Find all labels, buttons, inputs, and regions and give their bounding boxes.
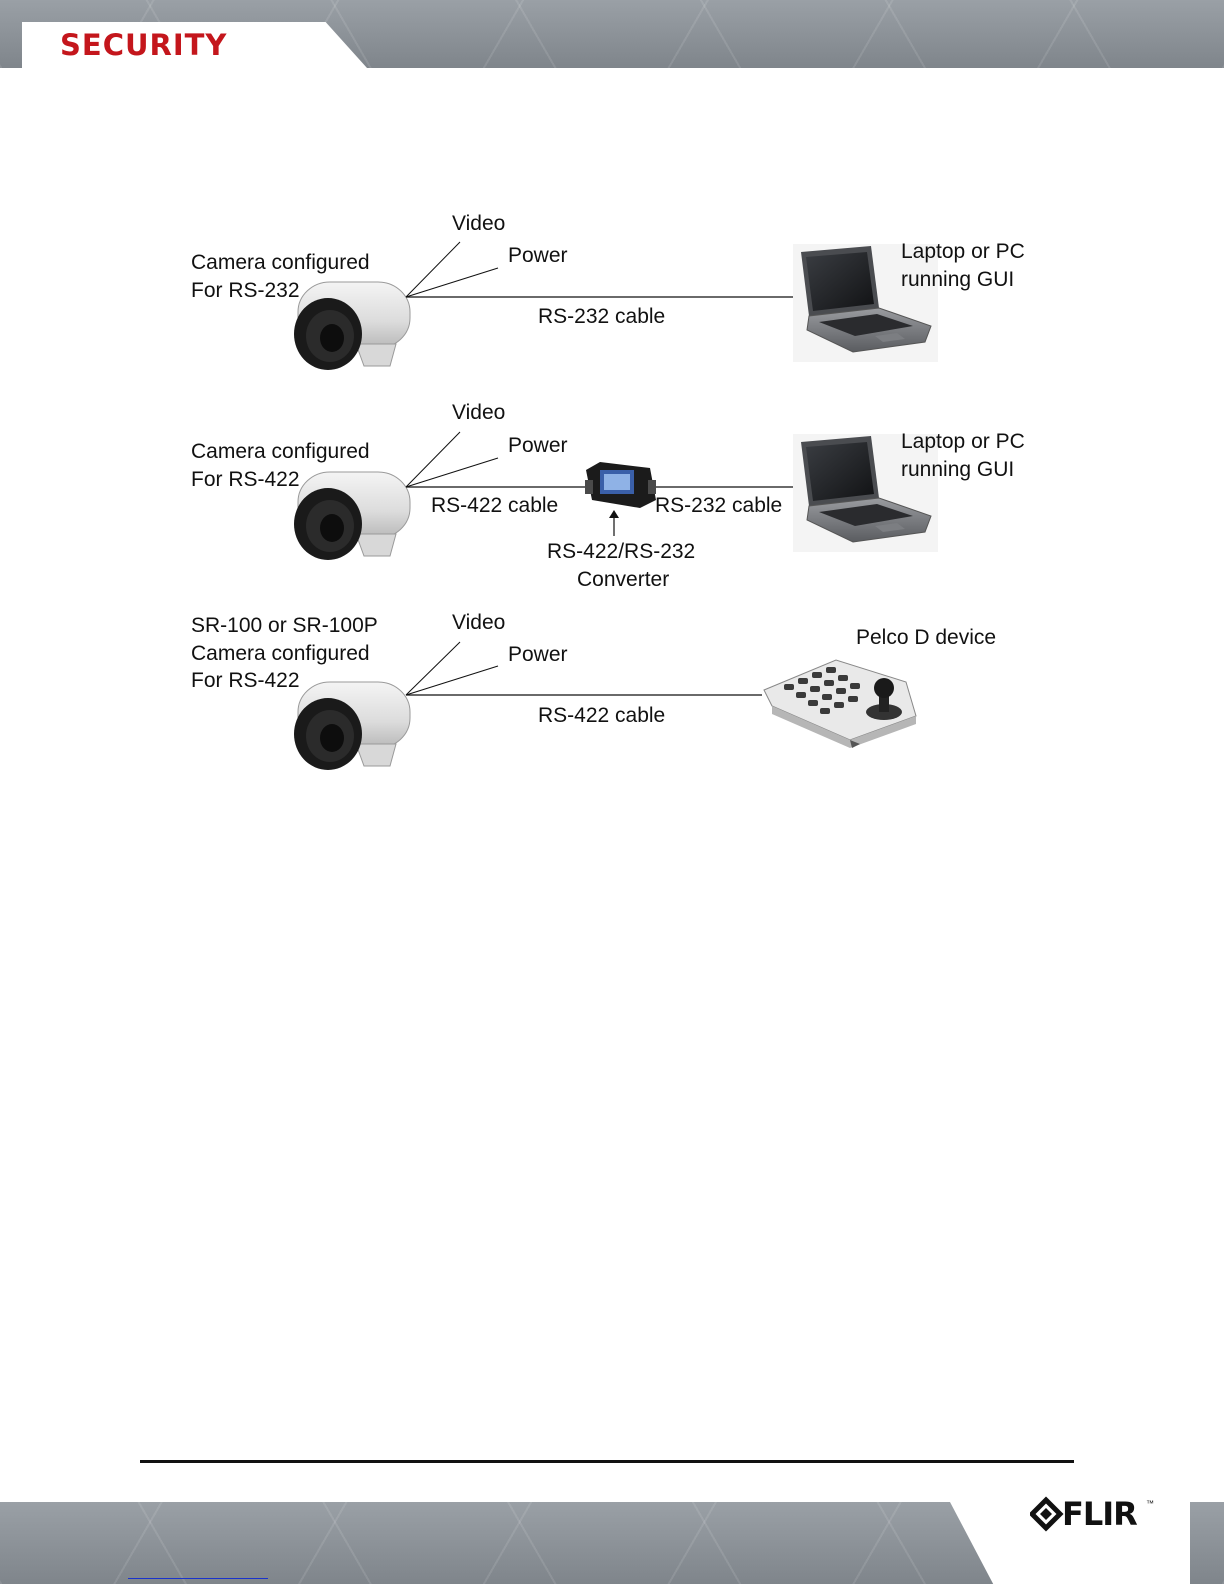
row3-camera-label-line2: Camera configured — [191, 642, 370, 665]
row1-camera-label-line2: For RS-232 — [191, 279, 300, 302]
row1-power-label: Power — [508, 244, 568, 267]
flir-trademark: ™ — [1146, 1499, 1154, 1508]
row1-device-label-line2: running GUI — [901, 268, 1015, 291]
row2-rs422-cable-label: RS-422 cable — [431, 494, 559, 517]
row2-device-label-line1: Laptop or PC — [901, 430, 1025, 453]
converter-label-line2: Converter — [577, 568, 670, 591]
flir-diamond-icon — [1030, 1496, 1064, 1532]
row3-power-line — [405, 665, 499, 696]
row2-power-label: Power — [508, 434, 568, 457]
row2-camera — [293, 471, 411, 561]
footer-rule — [140, 1460, 1074, 1463]
row3-camera-label-line3: For RS-422 — [191, 669, 300, 692]
row1-graphics — [293, 241, 939, 371]
footer-tab — [950, 1502, 1190, 1584]
footer-link[interactable] — [128, 1560, 268, 1579]
row3-cable-label: RS-422 cable — [538, 704, 666, 727]
row2-device-label-line2: running GUI — [901, 458, 1015, 481]
header-tab — [22, 22, 367, 68]
row3-video-label: Video — [452, 611, 506, 634]
row2-video-label: Video — [452, 401, 506, 424]
row2-rs232-cable-label: RS-232 cable — [655, 494, 783, 517]
row2-video-line — [405, 431, 461, 488]
row1-camera — [293, 281, 411, 371]
pelco-keyboard — [763, 659, 917, 748]
row3-video-line — [405, 641, 461, 696]
flir-logo-text: FLIR — [1062, 1495, 1138, 1533]
row1-camera-label-line1: Camera configured — [191, 251, 370, 274]
row1-video-line — [405, 241, 461, 298]
row2-power-line — [405, 457, 499, 488]
row3-device-label: Pelco D device — [856, 626, 997, 649]
row2-camera-label-line1: Camera configured — [191, 440, 370, 463]
row1-cable-label: RS-232 cable — [538, 305, 666, 328]
row1-device-label-line1: Laptop or PC — [901, 240, 1025, 263]
row1-power-line — [405, 267, 499, 298]
converter-device — [585, 462, 656, 508]
row2-camera-label-line2: For RS-422 — [191, 468, 300, 491]
row1-video-label: Video — [452, 212, 506, 235]
converter-label-line1: RS-422/RS-232 — [547, 540, 696, 563]
converter-arrow-head — [609, 510, 619, 518]
row2-graphics — [293, 431, 939, 561]
brand-title: SECURITY — [60, 28, 228, 62]
row3-camera-label-line1: SR-100 or SR-100P — [191, 614, 378, 637]
row3-graphics — [293, 641, 917, 771]
row3-camera — [293, 681, 411, 771]
row3-power-label: Power — [508, 643, 568, 666]
